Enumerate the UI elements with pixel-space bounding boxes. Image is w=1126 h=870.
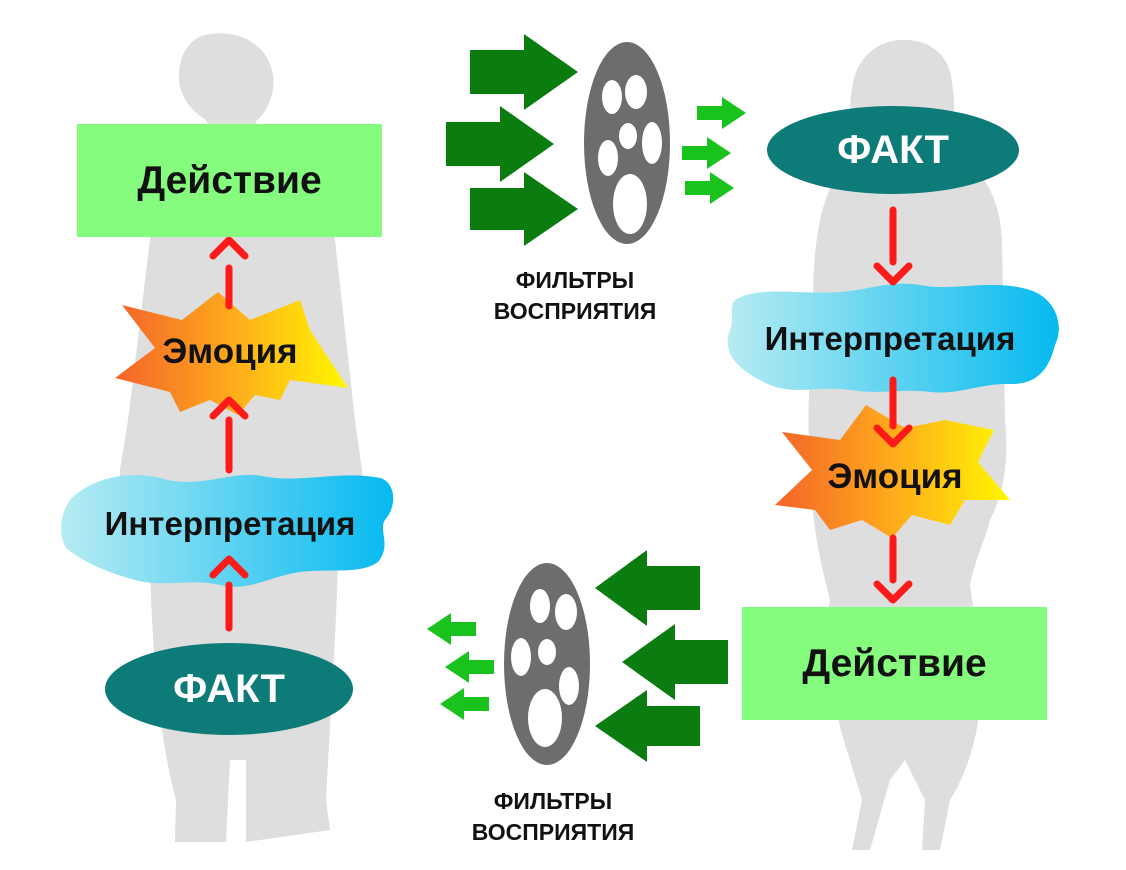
flow-arrow-up: [209, 555, 249, 632]
flow-arrow-up: [209, 396, 249, 474]
flow-arrow-down: [873, 534, 913, 604]
top-filter-caption-line2: ВОСПРИЯТИЯ: [493, 298, 657, 324]
incoming-arrow: [622, 624, 728, 700]
left-fact-label: ФАКТ: [173, 667, 285, 711]
incoming-arrow: [446, 106, 554, 182]
bottom-filter-caption-line1: ФИЛЬТРЫ: [493, 788, 613, 814]
outgoing-arrow: [697, 97, 746, 129]
top-filter-disc: [584, 42, 670, 244]
outgoing-arrow: [427, 613, 476, 645]
right-action-label: Действие: [802, 641, 987, 685]
bottom-filter-caption-line2: ВОСПРИЯТИЯ: [471, 819, 635, 845]
top-incoming-arrows: [446, 34, 578, 246]
outgoing-arrow: [682, 137, 731, 169]
incoming-arrow: [470, 172, 578, 246]
flow-arrow-down: [873, 376, 913, 448]
bottom-filter-caption: ФИЛЬТРЫ ВОСПРИЯТИЯ: [443, 786, 663, 848]
incoming-arrow: [595, 690, 700, 762]
left-emotion-burst: [115, 292, 348, 415]
outgoing-arrow: [685, 172, 734, 204]
red-flow-arrows: [209, 206, 913, 632]
left-action-label: Действие: [137, 158, 322, 202]
right-interpretation-cloud: [727, 283, 1059, 393]
bottom-incoming-arrows: [595, 550, 728, 762]
outgoing-arrow: [445, 651, 494, 683]
outgoing-arrow: [440, 688, 489, 720]
right-emotion-burst: [775, 405, 1010, 538]
right-interpretation-label: Интерпретация: [764, 319, 1016, 357]
bottom-filter-disc: [504, 563, 590, 765]
right-action-box: Действие: [742, 607, 1047, 720]
left-interpretation-cloud: [61, 474, 394, 587]
left-interpretation-label: Интерпретация: [104, 504, 356, 542]
right-fact-label: ФАКТ: [837, 128, 949, 172]
flow-arrow-up: [209, 236, 249, 310]
flow-arrow-down: [873, 206, 913, 286]
left-action-box: Действие: [77, 124, 382, 237]
top-outgoing-arrows: [682, 97, 746, 204]
right-emotion-label: Эмоция: [827, 456, 963, 496]
incoming-arrow: [595, 550, 700, 626]
top-filter-caption-line1: ФИЛЬТРЫ: [515, 267, 635, 293]
top-filter-caption: ФИЛЬТРЫ ВОСПРИЯТИЯ: [465, 265, 685, 327]
left-emotion-label: Эмоция: [162, 331, 298, 371]
bottom-outgoing-arrows: [427, 613, 494, 720]
left-fact-ellipse: [105, 643, 353, 735]
right-fact-ellipse: [767, 106, 1019, 194]
incoming-arrow: [470, 34, 578, 110]
